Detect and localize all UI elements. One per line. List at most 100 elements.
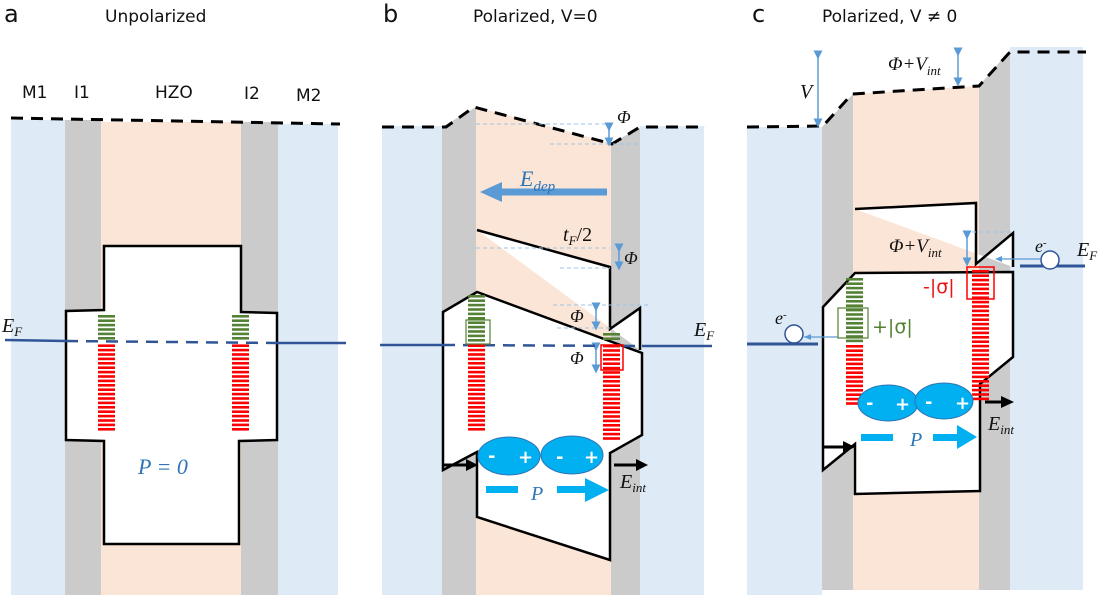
negative-charge-bar	[98, 348, 115, 352]
positive-charge-bar	[846, 339, 863, 343]
negative-charge-bar	[972, 327, 989, 330]
negative-charge-bar	[972, 397, 989, 401]
polarization-label-c: P	[909, 429, 922, 451]
negative-charge-bar	[98, 410, 115, 413]
negative-charge-bar	[232, 419, 249, 422]
negative-charge-bar	[98, 388, 115, 391]
negative-charge-bar	[232, 388, 249, 391]
negative-charge-bar	[846, 353, 863, 357]
negative-charge-bar	[603, 388, 620, 392]
negative-charge-bar	[232, 410, 249, 413]
charge-stack-right	[603, 333, 620, 440]
electron-arrowhead-left	[804, 334, 811, 340]
negative-charge-bar	[972, 388, 989, 392]
negative-charge-bar	[232, 375, 249, 378]
positive-charge-bar	[468, 299, 485, 302]
negative-charge-bar	[468, 366, 485, 369]
positive-charge-bar	[98, 319, 115, 322]
polarization-label-b: P	[530, 483, 543, 505]
positive-charge-bar	[468, 295, 485, 298]
negative-charge-bar	[232, 344, 249, 347]
polarization-arrow-tail	[486, 486, 518, 493]
positive-charge-bar	[468, 312, 485, 316]
negative-charge-bar	[232, 428, 249, 431]
negative-charge-bar	[972, 305, 989, 308]
metal-m2-region	[640, 126, 704, 595]
positive-charge-bar	[846, 335, 863, 338]
negative-charge-bar	[846, 402, 863, 405]
negative-charge-bar	[846, 384, 863, 388]
negative-sigma-label: -|σ|	[923, 276, 955, 298]
negative-charge-bar	[468, 406, 485, 409]
negative-charge-bar	[232, 348, 249, 352]
negative-charge-box	[600, 344, 624, 371]
negative-charge-bar	[232, 379, 249, 383]
panel-title-b: Polarized, V=0	[473, 7, 598, 27]
panel-letter-b: b	[383, 0, 398, 28]
negative-charge-bar	[98, 401, 115, 405]
negative-charge-bar	[972, 344, 989, 348]
positive-charge-bar	[468, 321, 485, 324]
negative-charge-bar	[603, 415, 620, 418]
negative-charge-bar	[468, 353, 485, 356]
dipole-ellipse	[540, 435, 604, 475]
phi-label: Φ	[624, 248, 638, 268]
panel-b: - + - + b Polarized, V=0 Φ Edep tF/2 Φ Φ…	[380, 0, 715, 595]
panel-title-a: Unpolarized	[105, 7, 206, 27]
negative-charge-bar	[98, 406, 115, 409]
positive-charge-bar	[232, 328, 249, 331]
negative-charge-bar	[232, 353, 249, 356]
negative-charge-bar	[468, 414, 485, 418]
negative-charge-bar	[232, 357, 249, 361]
negative-charge-bar	[232, 384, 249, 387]
negative-charge-bar	[603, 437, 620, 440]
negative-charge-bar	[468, 379, 485, 383]
negative-charge-bar	[972, 358, 989, 361]
dipole-negative-sign: -	[925, 392, 932, 413]
positive-charge-box	[465, 319, 491, 345]
electron-right	[1040, 250, 1060, 270]
positive-charge-bar	[98, 315, 115, 318]
negative-charge-bar	[603, 375, 620, 379]
dipole-ellipse	[914, 382, 974, 420]
negative-charge-bar	[98, 344, 115, 347]
negative-charge-bar	[98, 357, 115, 361]
negative-charge-bar	[98, 362, 115, 365]
polarization-arrow-head	[957, 425, 977, 449]
panel-letter-a: a	[4, 0, 19, 28]
charge-stack-right	[972, 270, 989, 401]
fermi-label-a: EF	[1, 315, 23, 339]
negative-charge-bar	[846, 389, 863, 392]
negative-charge-bar	[603, 349, 620, 352]
negative-charge-bar	[98, 397, 115, 400]
polarization-arrow-head	[585, 478, 609, 502]
panel-title-c: Polarized, V ≠ 0	[822, 7, 957, 27]
positive-charge-bar	[603, 337, 620, 340]
fermi-level-left	[4, 338, 67, 343]
positive-charge-bar	[846, 278, 863, 281]
negative-charge-bar	[603, 432, 620, 436]
negative-charge-bar	[972, 353, 989, 357]
internal-field-arrowhead-right	[636, 459, 648, 471]
positive-charge-box	[837, 307, 869, 339]
negative-charge-bar	[98, 379, 115, 383]
negative-charge-bar	[468, 362, 485, 365]
internal-field-arrowhead-left	[466, 459, 478, 471]
polarization-label-a: P = 0	[137, 454, 188, 479]
positive-charge-bar	[846, 291, 863, 294]
negative-charge-bar	[98, 419, 115, 422]
metal-m2-region	[1010, 47, 1083, 590]
negative-charge-bar	[972, 375, 989, 379]
negative-charge-bar	[972, 384, 989, 387]
layer-label-i1: I1	[74, 83, 90, 103]
negative-charge-bar	[468, 388, 485, 391]
negative-charge-bar	[98, 423, 115, 427]
negative-charge-bar	[468, 370, 485, 374]
depolarization-arrow-head	[480, 182, 502, 202]
negative-charge-bar	[972, 336, 989, 339]
negative-charge-bar	[846, 371, 863, 374]
negative-charge-bar	[468, 428, 485, 431]
positive-charge-bar	[468, 317, 485, 320]
fermi-label-b: EF	[693, 319, 715, 343]
positive-charge-bar	[468, 330, 485, 333]
